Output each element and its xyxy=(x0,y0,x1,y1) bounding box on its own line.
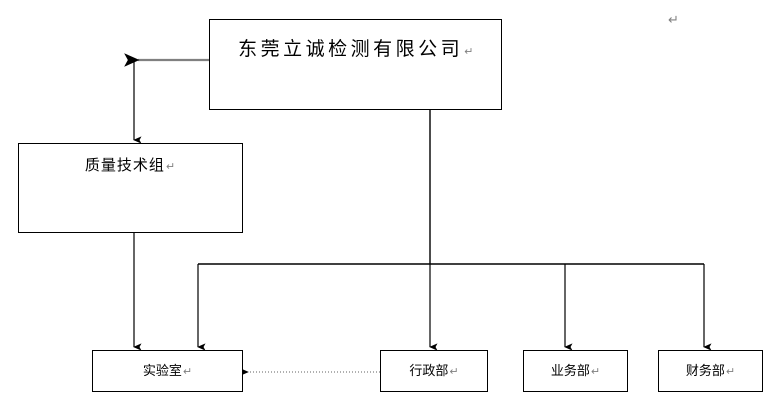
node-lab-label: 实验室↵ xyxy=(142,363,193,378)
stray-paragraph-mark: ↵ xyxy=(668,12,679,27)
node-company-label: 东莞立诚检测有限公司↵ xyxy=(238,39,477,60)
node-finance-department[interactable]: 财务部↵ xyxy=(658,350,763,392)
connector-company-to-quality xyxy=(124,53,209,144)
pilcrow-mark: ↵ xyxy=(182,366,193,378)
node-quality-label: 质量技术组↵ xyxy=(84,157,177,174)
node-administration-department[interactable]: 行政部↵ xyxy=(380,350,488,392)
connector-company-to-bus xyxy=(198,110,704,265)
pilcrow-mark: ↵ xyxy=(449,366,459,378)
node-company[interactable]: 东莞立诚检测有限公司↵ xyxy=(209,19,502,110)
pilcrow-mark: ↵ xyxy=(590,366,601,378)
pilcrow-mark: ↵ xyxy=(165,161,177,173)
node-biz-label: 业务部↵ xyxy=(550,363,601,378)
node-laboratory[interactable]: 实验室↵ xyxy=(92,350,243,392)
node-quality-technology-group[interactable]: 质量技术组↵ xyxy=(18,143,243,233)
node-fin-label: 财务部↵ xyxy=(685,363,736,378)
node-admin-label: 行政部↵ xyxy=(409,363,459,378)
node-business-department[interactable]: 业务部↵ xyxy=(523,350,628,392)
pilcrow-mark: ↵ xyxy=(725,366,736,378)
pilcrow-mark: ↵ xyxy=(464,46,477,58)
